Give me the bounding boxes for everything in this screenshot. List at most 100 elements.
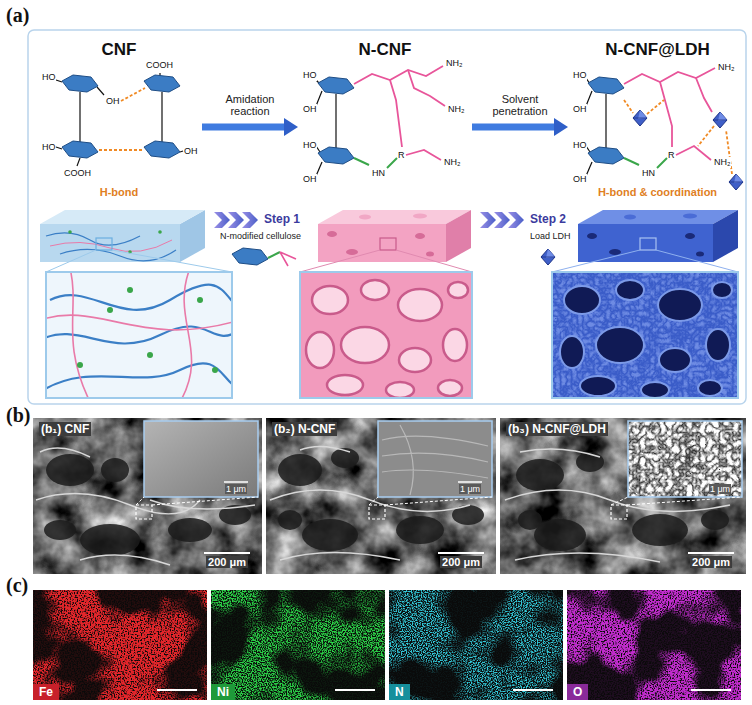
eds-map-o bbox=[691, 689, 731, 691]
group-label: OH bbox=[303, 174, 317, 185]
eds-map-ni bbox=[211, 590, 385, 700]
cnf-structure bbox=[144, 75, 180, 92]
sem-image-ncnf-ldh bbox=[627, 497, 742, 505]
ncnf-structure bbox=[406, 150, 441, 160]
scale-label: 1 μm bbox=[459, 484, 481, 494]
eds-map-fe bbox=[33, 590, 207, 700]
element-label: Ni bbox=[211, 684, 235, 700]
ncnf-structure bbox=[335, 94, 336, 148]
step-chevrons bbox=[214, 212, 230, 228]
eds-map-fe bbox=[33, 590, 207, 700]
scale-label: 200 μm bbox=[440, 556, 482, 568]
cnf-gel-block bbox=[40, 210, 232, 272]
ncnf-foam-block bbox=[346, 249, 358, 255]
eds-map-ni bbox=[211, 590, 385, 700]
cnf-structure bbox=[121, 88, 145, 101]
sem-image-ncnf-ldh bbox=[500, 418, 746, 574]
sem-image-ncnf bbox=[369, 505, 385, 519]
ncnf-ldh-structure bbox=[657, 158, 667, 168]
process-arrow bbox=[202, 118, 298, 136]
group-label: NH₂ bbox=[444, 157, 461, 168]
edge-label: Amidation reaction bbox=[208, 93, 292, 117]
column-heading: N-CNF@LDH bbox=[605, 40, 709, 60]
element-label: O bbox=[567, 684, 588, 700]
group-label: HO bbox=[42, 142, 56, 153]
ncnf-structure bbox=[408, 70, 445, 106]
sem-image-ncnf-ldh bbox=[701, 510, 729, 530]
sem-image-cnf bbox=[46, 454, 94, 486]
cnf-fiber-zoom bbox=[46, 315, 232, 330]
edge-label: Solvent penetration bbox=[478, 93, 562, 117]
cnf-gel-block bbox=[112, 250, 232, 272]
ncnf-ldh-structure bbox=[698, 126, 714, 146]
ncnf-ldh-pore-zoom bbox=[564, 286, 600, 314]
arrow-shaft bbox=[202, 124, 284, 131]
ncnf-structure bbox=[316, 66, 445, 176]
group-label: HO bbox=[303, 70, 317, 81]
sem-image-cnf bbox=[33, 418, 262, 574]
ncnf-foam-block bbox=[327, 231, 337, 237]
ncnf-ldh-foam-block bbox=[624, 215, 636, 220]
ldh-icon bbox=[541, 249, 555, 265]
step-chevrons bbox=[480, 212, 496, 228]
ncnf-ldh-structure bbox=[713, 112, 727, 128]
modifier-molecule bbox=[232, 248, 296, 266]
group-label: R bbox=[398, 150, 405, 161]
group-label: HO bbox=[573, 70, 587, 81]
eds-map: N bbox=[389, 590, 563, 700]
ncnf-ldh-pore-zoom bbox=[552, 272, 738, 398]
sem-image-ncnf-ldh bbox=[500, 418, 746, 574]
cnf-fiber-zoom bbox=[77, 362, 83, 368]
cnf-gel-block bbox=[158, 230, 162, 234]
scale-label: 200 μm bbox=[206, 556, 248, 568]
ncnf-pore-zoom bbox=[399, 348, 431, 372]
panel-label: (b₃) N-CNF@LDH bbox=[506, 422, 608, 436]
eds-map-n bbox=[513, 689, 553, 691]
panel-label: (b₂) N-CNF bbox=[272, 422, 337, 436]
ncnf-pore-zoom bbox=[438, 380, 462, 396]
eds-map-fe bbox=[33, 590, 207, 700]
cnf-fiber-zoom bbox=[46, 272, 232, 398]
arrow-shaft bbox=[472, 124, 554, 131]
sem-image-cnf bbox=[224, 481, 248, 483]
group-label: OH bbox=[573, 174, 587, 185]
ncnf-ldh-pore-zoom bbox=[698, 380, 722, 396]
sem-image-ncnf-ldh bbox=[628, 421, 742, 497]
eds-map-ni bbox=[211, 590, 385, 700]
ncnf-pore-zoom bbox=[341, 327, 389, 363]
ncnf-foam-block bbox=[415, 233, 425, 239]
sem-image: (b₃) N-CNF@LDH1 μm200 μm bbox=[500, 418, 746, 574]
cnf-gel-block bbox=[40, 224, 180, 262]
cnf-gel-block bbox=[96, 238, 112, 250]
sem-image-ncnf bbox=[278, 510, 302, 530]
ncnf-foam-block bbox=[396, 250, 472, 272]
sem-image-cnf bbox=[44, 520, 76, 540]
sem-image-ncnf-ldh bbox=[611, 497, 628, 505]
sem-image-cnf bbox=[80, 524, 140, 556]
sem-image-ncnf bbox=[378, 421, 492, 497]
ncnf-ldh-pore-zoom bbox=[658, 289, 702, 321]
sem-image-ncnf-ldh bbox=[628, 421, 742, 497]
cnf-structure bbox=[99, 149, 143, 151]
cnf-structure bbox=[62, 141, 98, 158]
panel-letter: (b) bbox=[6, 404, 30, 427]
ncnf-structure bbox=[316, 91, 322, 106]
ncnf-ldh-structure bbox=[588, 147, 624, 164]
eds-map-o bbox=[567, 590, 741, 700]
cnf-structure bbox=[77, 158, 80, 166]
group-label: OH bbox=[106, 96, 120, 107]
sem-image-ncnf bbox=[278, 454, 322, 486]
ncnf-ldh-foam-block bbox=[578, 210, 738, 224]
cnf-fiber-zoom bbox=[147, 352, 153, 358]
step-label: Step 2 bbox=[530, 212, 566, 226]
ncnf-ldh-pore-zoom bbox=[552, 272, 738, 398]
ncnf-ldh-structure bbox=[605, 94, 606, 148]
modifier-molecule bbox=[268, 252, 280, 258]
sem-image-ncnf bbox=[302, 519, 358, 551]
sem-image-ncnf bbox=[458, 481, 482, 483]
cnf-structure bbox=[97, 87, 104, 95]
group-label: NH₂ bbox=[446, 58, 463, 69]
panel-label: (b₁) CNF bbox=[39, 422, 91, 436]
sem-image-ncnf-ldh bbox=[611, 505, 627, 519]
